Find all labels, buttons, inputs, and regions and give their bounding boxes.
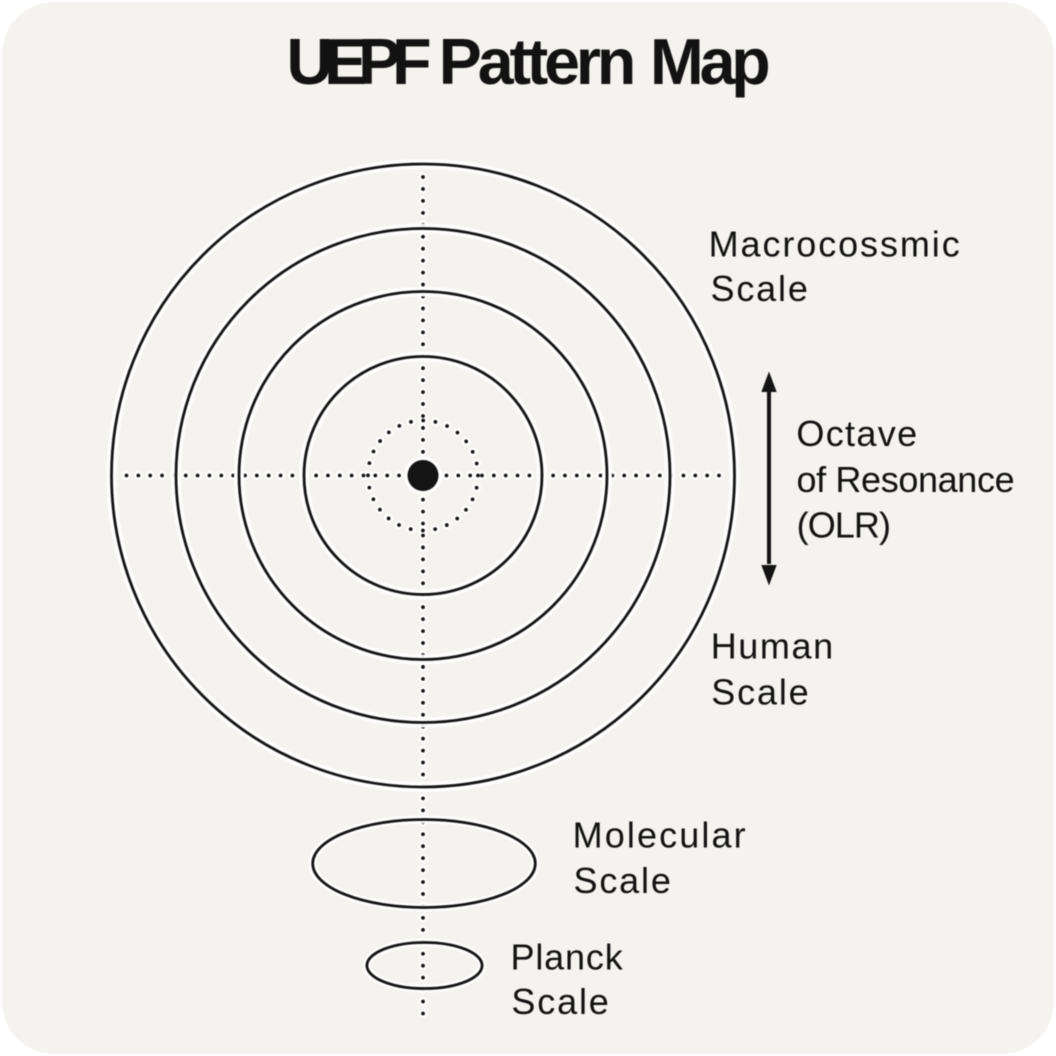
svg-text:UEPF: UEPF bbox=[287, 26, 432, 98]
svg-text:Scale: Scale bbox=[511, 981, 608, 1022]
svg-text:Octave: Octave bbox=[796, 413, 917, 454]
svg-text:Human: Human bbox=[711, 625, 833, 666]
svg-text:Scale: Scale bbox=[711, 671, 808, 712]
svg-text:Map: Map bbox=[650, 26, 771, 98]
svg-text:Planck: Planck bbox=[511, 936, 624, 977]
svg-text:of Resonance: of Resonance bbox=[797, 459, 1015, 500]
svg-text:Scale: Scale bbox=[711, 268, 808, 309]
svg-text:Macrocossmic: Macrocossmic bbox=[709, 223, 960, 264]
svg-text:Molecular: Molecular bbox=[573, 814, 746, 855]
svg-text:Pattern: Pattern bbox=[439, 26, 637, 98]
svg-text:Scale: Scale bbox=[574, 860, 671, 901]
svg-text:(OLR): (OLR) bbox=[797, 505, 891, 546]
